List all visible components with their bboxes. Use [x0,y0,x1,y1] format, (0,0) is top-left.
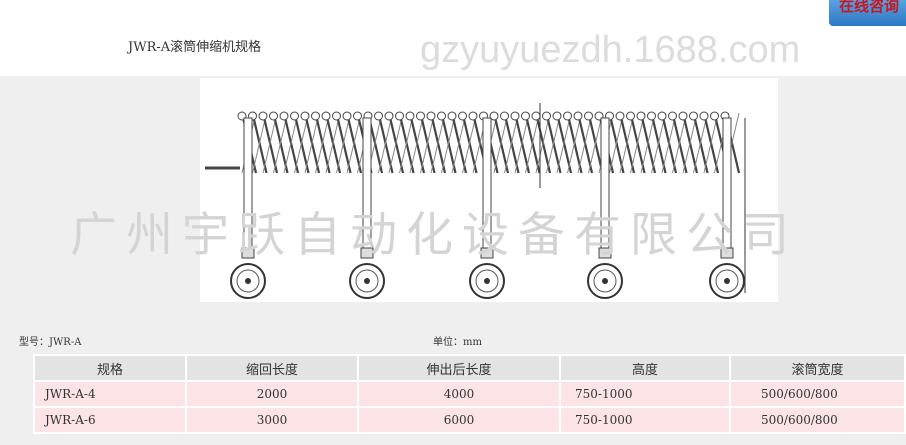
cell: 500/600/800 [729,406,906,434]
online-consult-button[interactable]: 在线咨询 [829,0,906,26]
unit-label: 单位：mm [433,337,482,348]
cell: 4000 [357,380,561,408]
header-area [0,0,906,76]
url-watermark: gzyuyuezdh.1688.com [420,29,801,71]
spec-table: 规格 缩回长度 伸出后长度 高度 滚筒宽度 JWR-A-4 2000 4000 … [33,354,906,434]
cell: 500/600/800 [729,380,906,408]
cell: 6000 [357,406,561,434]
leg-with-wheel [349,117,385,299]
cell: JWR-A-6 [33,406,187,434]
product-image [200,78,778,302]
page-title: JWR-A滚筒伸缩机规格 [128,40,262,55]
leg-with-wheel [230,117,266,299]
leg-with-wheel [469,117,505,299]
model-label: 型号：JWR-A [19,337,82,348]
leg-with-wheel [587,117,623,299]
cell: 3000 [185,406,359,434]
table-row: JWR-A-4 2000 4000 750-1000 500/600/800 [33,380,906,408]
cell: 750-1000 [559,406,731,434]
col-extended: 伸出后长度 [357,354,561,382]
col-height: 高度 [559,354,731,382]
col-retracted: 缩回长度 [185,354,359,382]
table-header: 规格 缩回长度 伸出后长度 高度 滚筒宽度 [33,354,906,382]
cell: 2000 [185,380,359,408]
col-spec: 规格 [33,354,187,382]
cell: JWR-A-4 [33,380,187,408]
col-roller-width: 滚筒宽度 [729,354,906,382]
leg-with-wheel [709,117,745,299]
table-row: JWR-A-6 3000 6000 750-1000 500/600/800 [33,406,906,434]
watermark: 广州宇跃自动化设备有限公司 [70,208,798,263]
conveyor-drawing [205,103,746,299]
cell: 750-1000 [559,380,731,408]
